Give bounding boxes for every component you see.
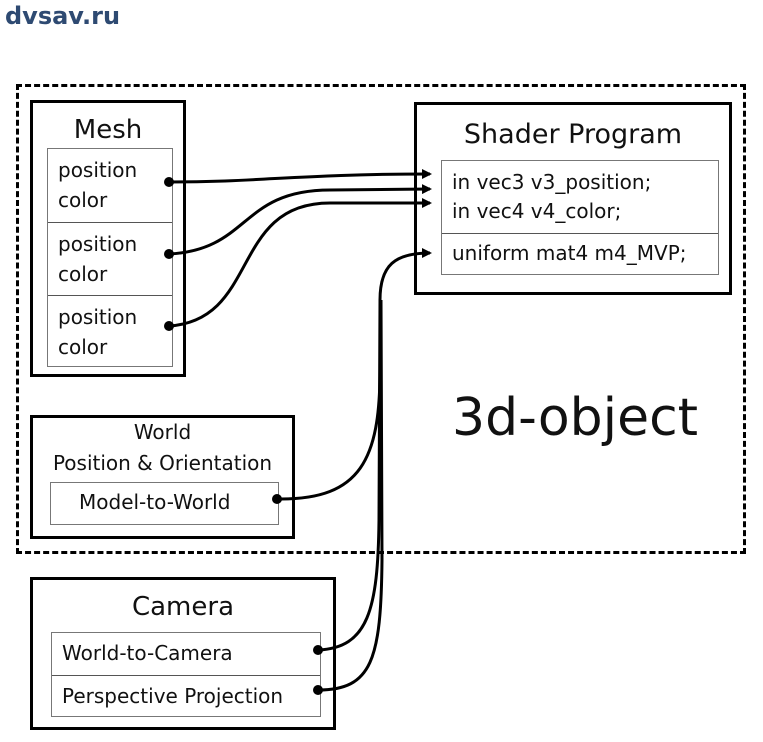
world-title-line1: World xyxy=(133,420,192,444)
vertex-color: color xyxy=(58,262,108,286)
vertex-position: position xyxy=(58,305,138,329)
camera-box: Camera World-to-Camera Perspective Proje… xyxy=(30,577,336,730)
perspective-projection-matrix: Perspective Projection xyxy=(62,684,284,708)
shader-variable-list: in vec3 v3_position; in vec4 v4_color; u… xyxy=(441,160,719,275)
world-matrix-list: Model-to-World xyxy=(50,482,279,525)
world-to-camera-row: World-to-Camera xyxy=(52,633,320,675)
camera-matrix-list: World-to-Camera Perspective Projection xyxy=(51,632,321,717)
mesh-vertex: position color xyxy=(48,149,172,222)
world-box: World Position & Orientation Model-to-Wo… xyxy=(30,415,295,539)
3d-object-label: 3d-object xyxy=(452,388,699,448)
shader-uniform-mvp: uniform mat4 m4_MVP; xyxy=(452,241,687,265)
world-to-camera-matrix: World-to-Camera xyxy=(62,641,233,665)
perspective-projection-row: Perspective Projection xyxy=(52,675,320,718)
model-to-world-matrix: Model-to-World xyxy=(79,490,231,514)
shader-input-color: in vec4 v4_color; xyxy=(452,199,622,223)
vertex-position: position xyxy=(58,232,138,256)
mesh-vertex: position color xyxy=(48,295,172,368)
mesh-vertex: position color xyxy=(48,222,172,295)
site-label[interactable]: dvsav.ru xyxy=(5,2,121,30)
shader-program-box: Shader Program in vec3 v3_position; in v… xyxy=(414,102,732,295)
world-title-line2: Position & Orientation xyxy=(52,451,273,475)
vertex-color: color xyxy=(58,335,108,359)
mesh-vertex-list: position color position color position c… xyxy=(47,148,173,367)
vertex-color: color xyxy=(58,188,108,212)
shader-program-title: Shader Program xyxy=(463,119,683,150)
shader-input-position: in vec3 v3_position; xyxy=(452,170,652,194)
mesh-title: Mesh xyxy=(73,115,143,145)
shader-uniform: uniform mat4 m4_MVP; xyxy=(442,233,718,276)
vertex-position: position xyxy=(58,158,138,182)
mesh-box: Mesh position color position color posit… xyxy=(30,100,186,377)
camera-title: Camera xyxy=(131,592,235,622)
shader-inputs: in vec3 v3_position; in vec4 v4_color; xyxy=(442,161,718,233)
